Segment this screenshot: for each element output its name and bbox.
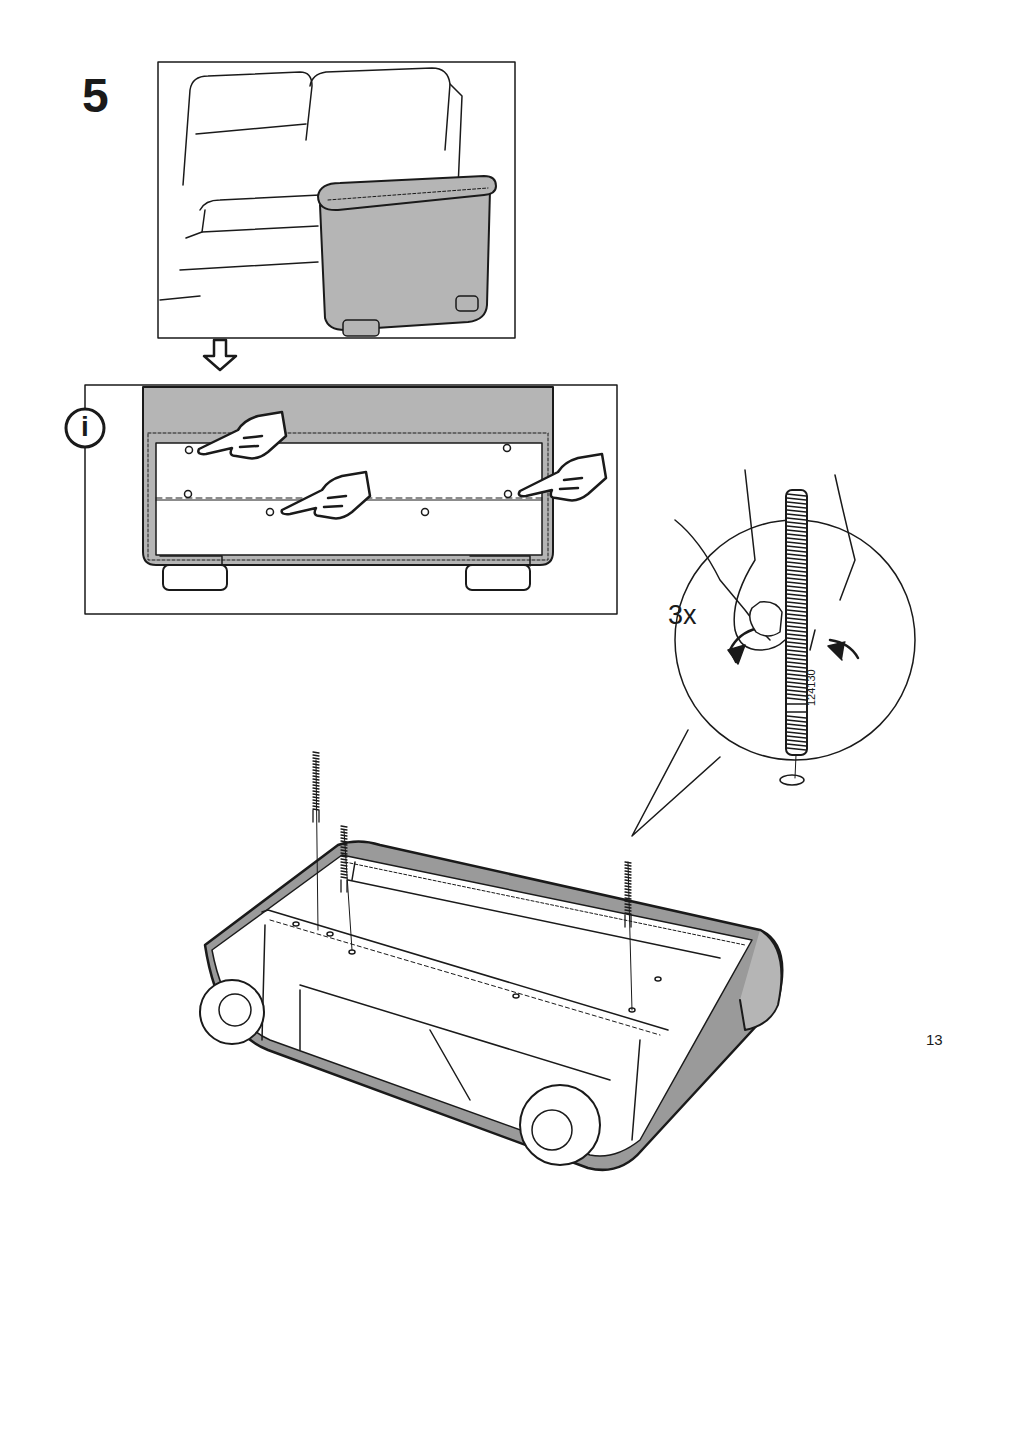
page-number: 13 [926, 1032, 943, 1047]
armrest-back-view [143, 387, 553, 590]
step-number: 5 [82, 72, 109, 120]
info-panel [85, 385, 617, 614]
info-letter: i [66, 409, 104, 445]
detail-callout [632, 470, 915, 836]
view-panel [158, 62, 515, 338]
pointing-hands [198, 412, 606, 518]
armrest-underside [200, 752, 782, 1170]
info-icon [66, 409, 104, 447]
sofa-sketch [160, 68, 496, 336]
quantity: 3x [668, 602, 697, 629]
part-number: 124130 [806, 669, 817, 706]
down-arrow [204, 340, 236, 370]
